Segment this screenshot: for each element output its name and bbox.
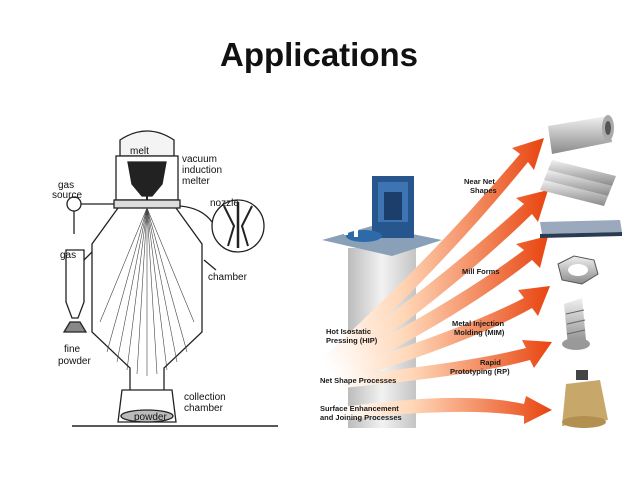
gas-atomizer-diagram: melt vacuum induction melter gas source … [52,130,278,427]
label-vacuum: vacuum [182,154,217,165]
nut-icon [557,255,599,285]
label-collection: collection [184,392,226,403]
melter-dome [119,130,175,157]
label-surface-1: Surface Enhancement [320,404,399,413]
label-powder: powder [134,412,167,423]
arrow-rapid-prototyping [336,340,552,388]
coated-part-icon [562,370,608,428]
label-hip-2: Pressing (HIP) [326,336,378,345]
arrow-near-net-shapes [322,138,544,370]
label-melt: melt [130,146,149,157]
product-images [540,115,622,428]
plate-icon [540,220,622,238]
label-mim-1: Metal Injection [452,319,505,328]
cyclone-separator [65,249,85,319]
label-fine-powder: powder [58,356,91,367]
bars-icon [540,160,616,206]
label-hip-1: Hot Isostatic [326,327,371,336]
atomization-chamber [91,207,203,390]
application-arrows [322,138,552,424]
label-net-shape: Net Shape Processes [320,376,396,385]
applications-diagram: Hot Isostatic Pressing (HIP) Net Shape P… [320,115,622,428]
arrow-bars [326,190,548,374]
label-near-net-1: Near Net [464,177,495,186]
label-rp-1: Rapid [480,358,501,367]
mim-part-icon [562,298,590,350]
tube-icon [548,115,614,154]
label-mim-2: Molding (MIM) [454,328,505,337]
fine-powder-pile [62,321,88,333]
label-collection-chamber: chamber [184,403,224,414]
label-near-net-2: Shapes [470,186,497,195]
label-chamber: chamber [208,272,248,283]
label-mill-forms: Mill Forms [462,267,500,276]
label-gas-source-1: gas [58,180,74,191]
label-rp-2: Prototyping (RP) [450,367,510,376]
label-melter: melter [182,176,210,187]
label-fine: fine [64,344,81,355]
hip-machine-illustration [322,176,442,256]
label-surface-2: and Joining Processes [320,413,402,422]
nozzle-plate [113,199,181,209]
label-induction: induction [182,165,222,176]
label-nozzle: nozzle [210,198,239,209]
powder-pile [120,409,174,423]
crucible [127,161,167,197]
slide-title: Applications [219,36,419,73]
arrow-mill-forms [330,236,548,378]
arrow-surface [336,396,552,424]
arrow-mim [334,286,550,382]
label-gas: gas [60,250,76,261]
label-gas-source-2: source [52,190,82,201]
